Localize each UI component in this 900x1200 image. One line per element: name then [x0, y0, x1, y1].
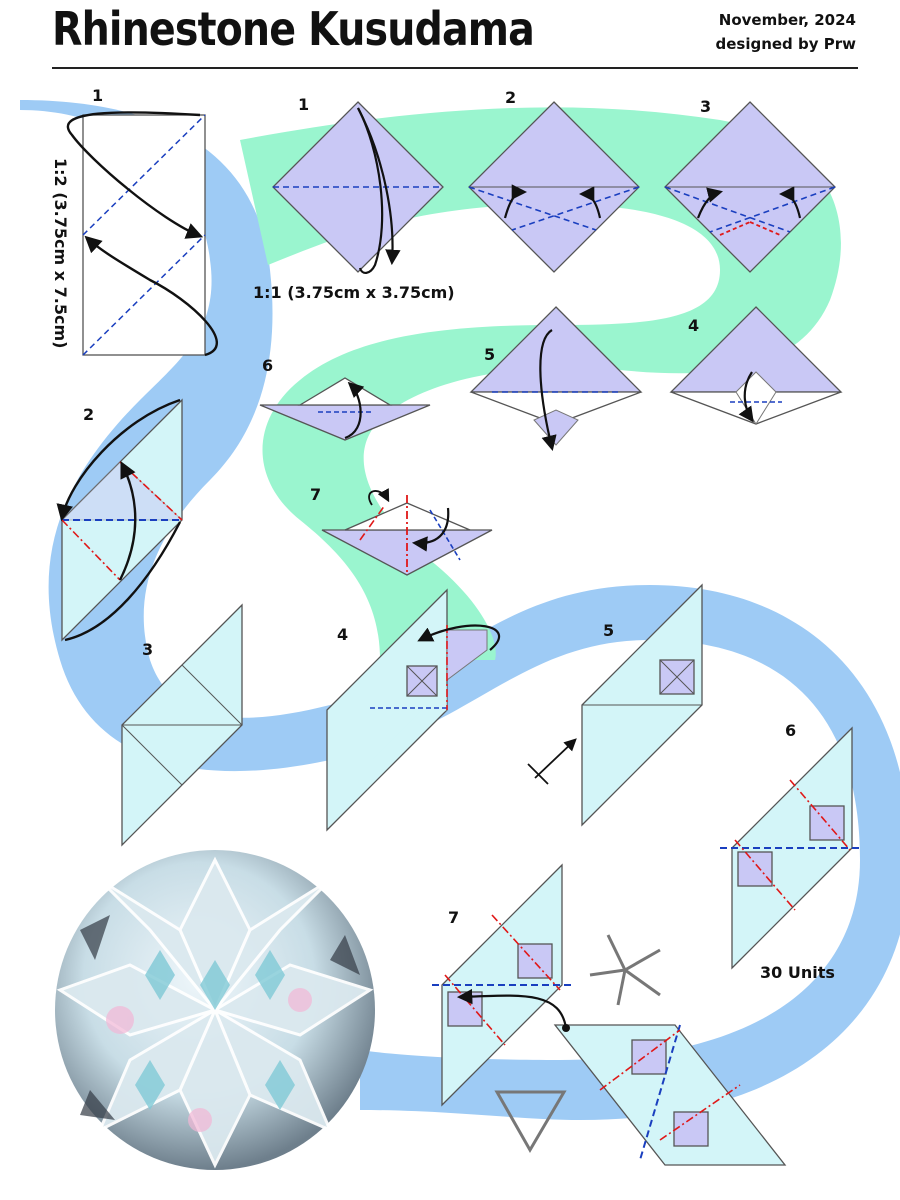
square-step-6: [259, 377, 431, 441]
big-step-6: [720, 726, 862, 970]
square-step-label-7: 7: [310, 485, 321, 504]
assembly-symbol-icon: [589, 934, 661, 1006]
push-in-arrow-icon: [534, 738, 577, 779]
square-step-label-6: 6: [262, 356, 273, 375]
square-step-7: [321, 488, 493, 576]
header-divider: [52, 67, 858, 69]
square-step-1: [272, 101, 444, 274]
big-step-label-5: 5: [603, 621, 614, 640]
big-step-7: [432, 863, 787, 1166]
square-step-3: [664, 101, 836, 273]
big-step-label-6: 6: [785, 721, 796, 740]
big-step-label-4: 4: [337, 625, 348, 644]
rect-step-3: [121, 603, 243, 847]
square-step-2: [468, 101, 640, 273]
blue-path-ribbon: [20, 100, 900, 1120]
rect-step-label-3: 3: [142, 640, 153, 659]
flip-arrow-icon: [368, 488, 390, 506]
square-step-5: [469, 306, 643, 451]
kusudama-photo: [55, 850, 375, 1170]
square-size-label: 1:1 (3.75cm x 3.75cm): [253, 283, 455, 302]
big-step-label-7: 7: [448, 908, 459, 927]
units-count-label: 30 Units: [760, 963, 835, 982]
big-step-4: [326, 588, 501, 832]
rect-step-2: [56, 398, 184, 642]
square-step-label-5: 5: [484, 345, 495, 364]
rect-step-label-2: 2: [83, 405, 94, 424]
paper-ratio-label: 1:2 (3.75cm x 7.5cm): [51, 158, 70, 348]
square-step-4: [669, 306, 843, 425]
header-meta: November, 2024 designed by Prw: [715, 8, 856, 56]
square-step-label-2: 2: [505, 88, 516, 107]
square-step-label-4: 4: [688, 316, 699, 335]
triangle-symbol-icon: [494, 1090, 567, 1153]
rect-step-label-1: 1: [92, 86, 103, 105]
date-text: November, 2024: [718, 11, 856, 29]
page-title: Rhinestone Kusudama: [52, 2, 535, 56]
square-step-label-1: 1: [298, 95, 309, 114]
big-step-5: [527, 583, 703, 827]
square-step-label-3: 3: [700, 97, 711, 116]
designer-text: designed by Prw: [715, 35, 856, 53]
rect-step-1: [66, 111, 219, 357]
